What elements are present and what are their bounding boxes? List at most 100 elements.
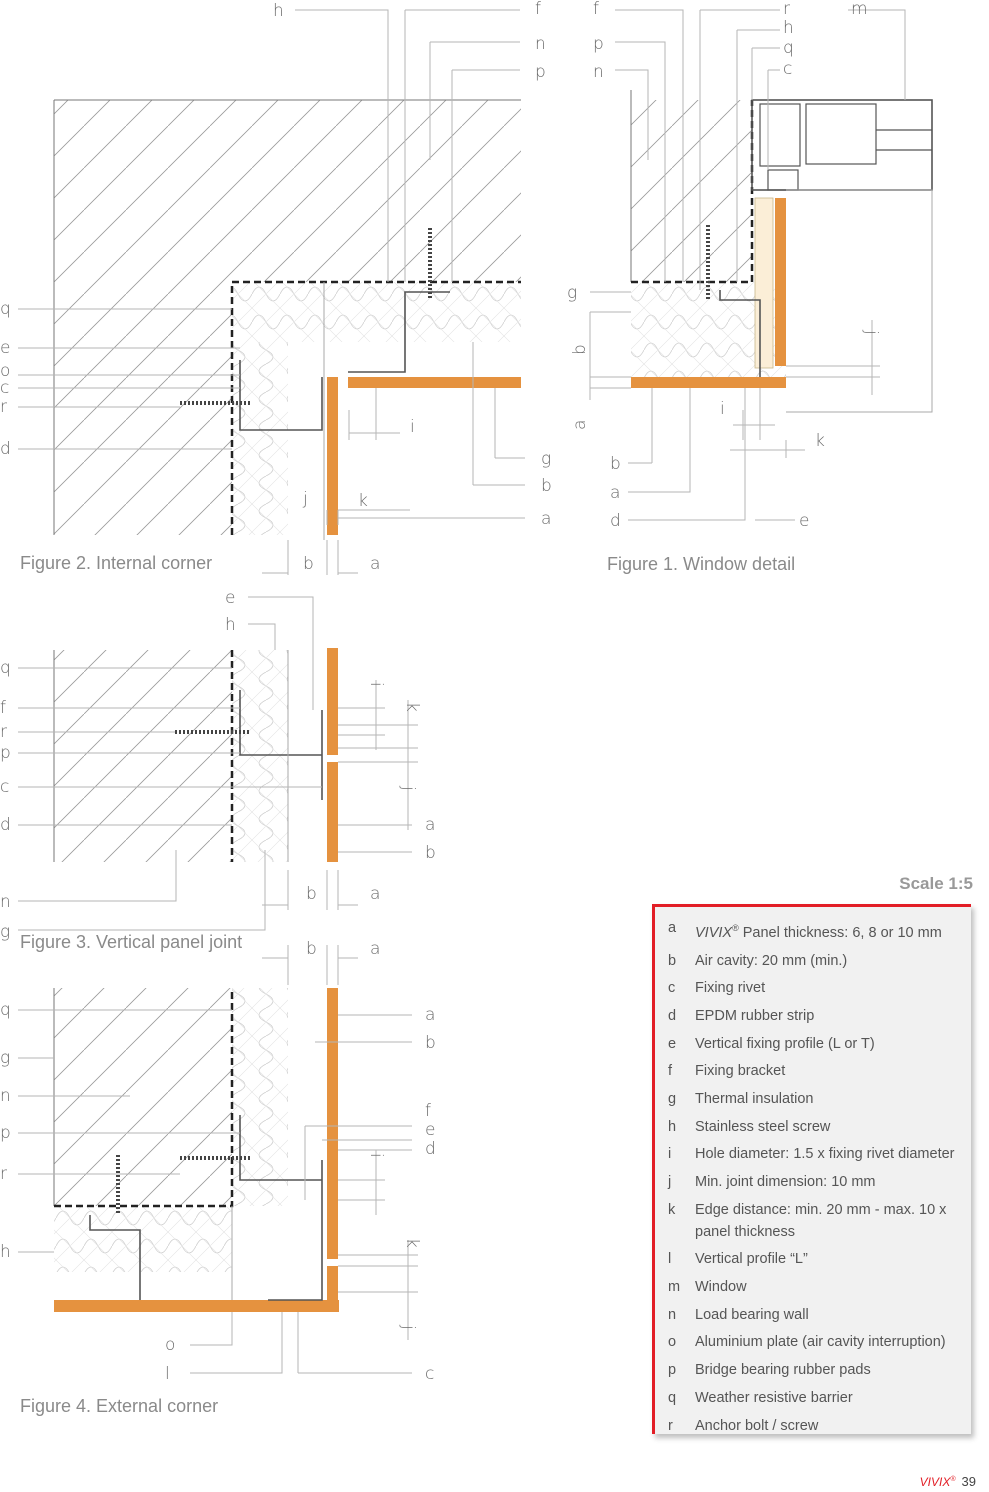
svg-text:d: d [0,439,11,459]
bracket-horizontal [348,291,450,373]
svg-text:k: k [815,431,825,451]
svg-text:o: o [165,1335,175,1355]
svg-text:j: j [302,489,308,509]
svg-text:g: g [0,922,10,942]
legend-text: Hole diameter: 1.5 x fixing rivet diamet… [695,1146,955,1163]
weather-barrier [230,280,521,535]
legend-text: Stainless steel screw [695,1118,831,1135]
svg-text:f: f [593,0,599,19]
svg-text:c: c [0,777,9,797]
svg-text:q: q [0,1000,11,1020]
load-bearing-wall [631,100,752,282]
legend-key: n [668,1306,677,1323]
svg-text:d: d [425,1139,436,1159]
svg-text:h: h [273,1,284,21]
panel-return [775,198,786,366]
svg-text:q: q [0,299,11,319]
svg-text:b: b [306,884,317,904]
figure-4-leaders [18,945,418,1374]
svg-text:k: k [402,702,422,712]
legend-key: o [668,1334,677,1351]
svg-text:b: b [425,843,436,863]
legend-text: Load bearing wall [695,1306,809,1323]
legend-item: q Weather resistive barrier [655,1387,971,1409]
legend-key: d [668,1007,677,1024]
legend-text: Vertical profile “L” [695,1251,808,1268]
bracket [719,290,761,377]
legend-text: Anchor bolt / screw [695,1417,819,1434]
svg-text:c: c [425,1364,434,1384]
load-bearing-wall [54,100,521,535]
svg-text:a: a [610,483,620,503]
legend-text: Weather resistive barrier [695,1389,853,1406]
legend-item: a VIVIX® Panel thickness: 6, 8 or 10 mm [655,917,971,944]
panel-upper [327,648,338,755]
svg-text:a: a [425,1005,435,1025]
legend-key: f [668,1063,673,1080]
panel-lower [327,762,338,862]
legend-key: r [668,1417,673,1434]
svg-text:k: k [358,491,368,511]
bracket [239,690,323,800]
legend-key: k [668,1201,676,1218]
insulation [232,650,288,862]
load-bearing-wall [54,988,232,1206]
legend-item: n Load bearing wall [655,1304,971,1326]
svg-text:p: p [0,1123,11,1143]
panel-horizontal [631,377,786,388]
insulation-horizontal [54,1206,232,1272]
legend-text: Edge distance: min. 20 mm - max. 10 x pa… [695,1201,947,1240]
svg-text:m: m [851,0,868,19]
legend-key: b [668,952,677,969]
svg-text:q: q [783,38,794,58]
svg-text:p: p [535,62,546,82]
svg-text:k: k [402,1238,422,1248]
svg-text:r: r [0,1164,7,1184]
svg-text:c: c [783,59,792,79]
legend-text: Aluminium plate (air cavity interruption… [695,1334,946,1351]
svg-text:j: j [398,1324,418,1330]
svg-text:d: d [610,511,621,531]
svg-text:p: p [0,743,11,763]
svg-text:i: i [410,417,415,437]
svg-text:g: g [0,1048,10,1068]
svg-text:e: e [799,511,809,531]
svg-text:n: n [0,892,11,912]
svg-text:l: l [165,1364,170,1384]
legend-key: p [668,1362,677,1379]
figure-4-external-corner [53,988,339,1312]
legend-item: i Hole diameter: 1.5 x fixing rivet diame… [655,1143,971,1165]
legend-key: g [668,1090,677,1107]
figure-2-leaders [18,9,525,575]
legend-text: Min. joint dimension: 10 mm [695,1174,876,1191]
footer-registered-mark: ® [950,1476,956,1483]
legend-key: q [668,1389,677,1406]
legend-text: VIVIX® Panel thickness: 6, 8 or 10 mm [695,917,971,944]
insulation-horizontal [232,282,521,342]
bracket-horizontal [89,1215,141,1300]
svg-text:q: q [0,658,11,678]
legend-key: i [668,1146,672,1163]
legend-panel: a VIVIX® Panel thickness: 6, 8 or 10 mm … [652,904,971,1434]
panel-vertical [327,377,338,535]
svg-text:g: g [567,283,577,303]
svg-text:r: r [0,722,7,742]
page-footer: VIVIX®39 [900,1474,976,1489]
svg-text:f: f [535,0,541,19]
legend-text: Bridge bearing rubber pads [695,1362,871,1379]
svg-text:a: a [370,884,380,904]
svg-text:f: f [0,698,6,718]
window-frame [751,99,933,191]
svg-text:a: a [541,509,551,529]
svg-text:n: n [535,34,546,54]
svg-text:b: b [306,939,317,959]
